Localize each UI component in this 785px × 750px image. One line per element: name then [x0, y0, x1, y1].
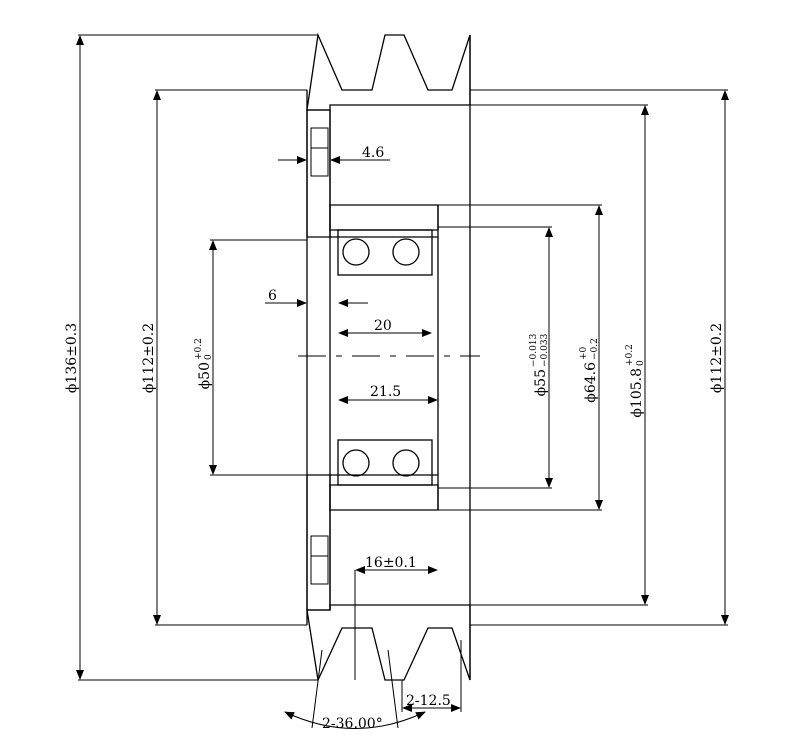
dim-w4-6: 4.6	[362, 145, 384, 161]
dim-d112-right: ϕ112±0.2	[709, 323, 725, 393]
lower-hub	[329, 484, 439, 511]
dim-d55-upper: −0.013	[529, 333, 539, 367]
dim-d50-base: ϕ50	[197, 362, 213, 389]
dimension-lines	[76, 35, 729, 729]
dim-d55: ϕ55 −0.013 −0.033	[529, 333, 550, 396]
dim-d112-left: ϕ112±0.2	[141, 323, 157, 393]
dim-d50-upper: +0.2	[194, 338, 204, 360]
lower-bearing	[337, 439, 433, 486]
dim-d136: ϕ136±0.3	[64, 323, 80, 393]
extension-lines	[78, 34, 728, 729]
upper-web	[306, 109, 331, 238]
dim-groove-pitch: 2-12.5	[406, 693, 451, 709]
dim-d50: ϕ50 +0.2 0	[194, 338, 214, 389]
dim-d64-base: ϕ64.6	[583, 362, 599, 403]
body-outline	[306, 35, 471, 680]
dim-w16: 16±0.1	[365, 555, 417, 571]
upper-hub	[329, 204, 439, 231]
dim-w21-5: 21.5	[370, 384, 401, 400]
dim-d64-upper: +0	[579, 346, 589, 360]
dim-d55-base: ϕ55	[533, 369, 549, 396]
dim-d105: ϕ105.8 +0.2 0	[625, 344, 646, 417]
upper-bearing	[337, 229, 433, 276]
dim-d64-lower: −0.2	[590, 338, 600, 360]
dim-w6: 6	[268, 288, 277, 304]
dim-d55-lower: −0.033	[540, 333, 550, 367]
dim-d105-base: ϕ105.8	[629, 368, 645, 418]
lower-web	[306, 474, 331, 611]
dim-w20: 20	[374, 318, 392, 334]
dim-d50-lower: 0	[204, 354, 214, 360]
dim-d64: ϕ64.6 +0 −0.2	[579, 338, 600, 403]
lower-groove-rim	[306, 604, 471, 683]
dim-d105-upper: +0.2	[625, 344, 635, 366]
dim-d105-lower: 0	[636, 360, 646, 366]
upper-groove-rim	[306, 32, 471, 111]
upper-section	[306, 32, 471, 683]
dim-groove-angle: 2-36.00°	[322, 716, 383, 732]
